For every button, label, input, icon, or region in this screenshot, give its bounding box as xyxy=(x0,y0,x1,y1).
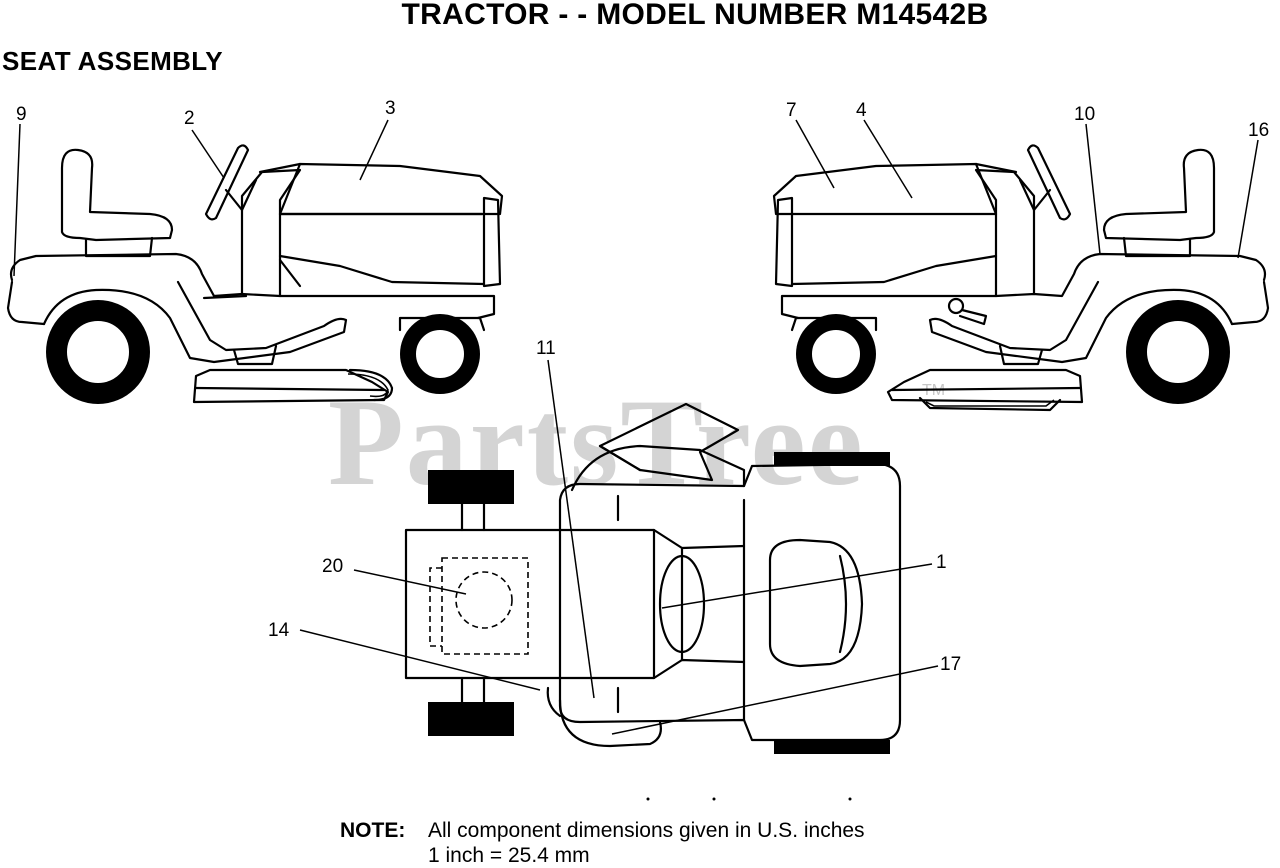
page-title: TRACTOR - - MODEL NUMBER M14542B xyxy=(401,0,989,31)
callout-20: 20 xyxy=(322,556,343,577)
note-line-1: All component dimensions given in U.S. i… xyxy=(428,819,865,842)
leader-lines xyxy=(13,119,1259,735)
callout-16: 16 xyxy=(1248,120,1269,141)
callout-numbers: 9 2 3 7 4 10 16 11 20 1 14 17 xyxy=(16,98,1269,675)
callout-9: 9 xyxy=(16,104,27,125)
callout-2: 2 xyxy=(184,108,195,129)
dimension-note: NOTE: All component dimensions given in U… xyxy=(340,818,865,868)
tractor-top-view xyxy=(404,402,902,754)
print-specks xyxy=(646,797,852,801)
section-title: SEAT ASSEMBLY xyxy=(2,46,223,76)
callout-11: 11 xyxy=(536,338,556,359)
callout-3: 3 xyxy=(385,98,396,119)
callout-7: 7 xyxy=(786,100,797,121)
tractor-right-side-view xyxy=(772,144,1270,412)
callout-10: 10 xyxy=(1074,104,1095,125)
callout-4: 4 xyxy=(856,100,867,121)
note-label: NOTE: xyxy=(340,819,406,842)
callout-17: 17 xyxy=(940,654,961,675)
watermark: PartsTree xyxy=(328,374,865,511)
callout-14: 14 xyxy=(268,620,290,641)
callout-1: 1 xyxy=(936,552,947,573)
tractor-left-side-view xyxy=(6,144,504,404)
note-line-2: 1 inch = 25.4 mm xyxy=(428,844,590,867)
